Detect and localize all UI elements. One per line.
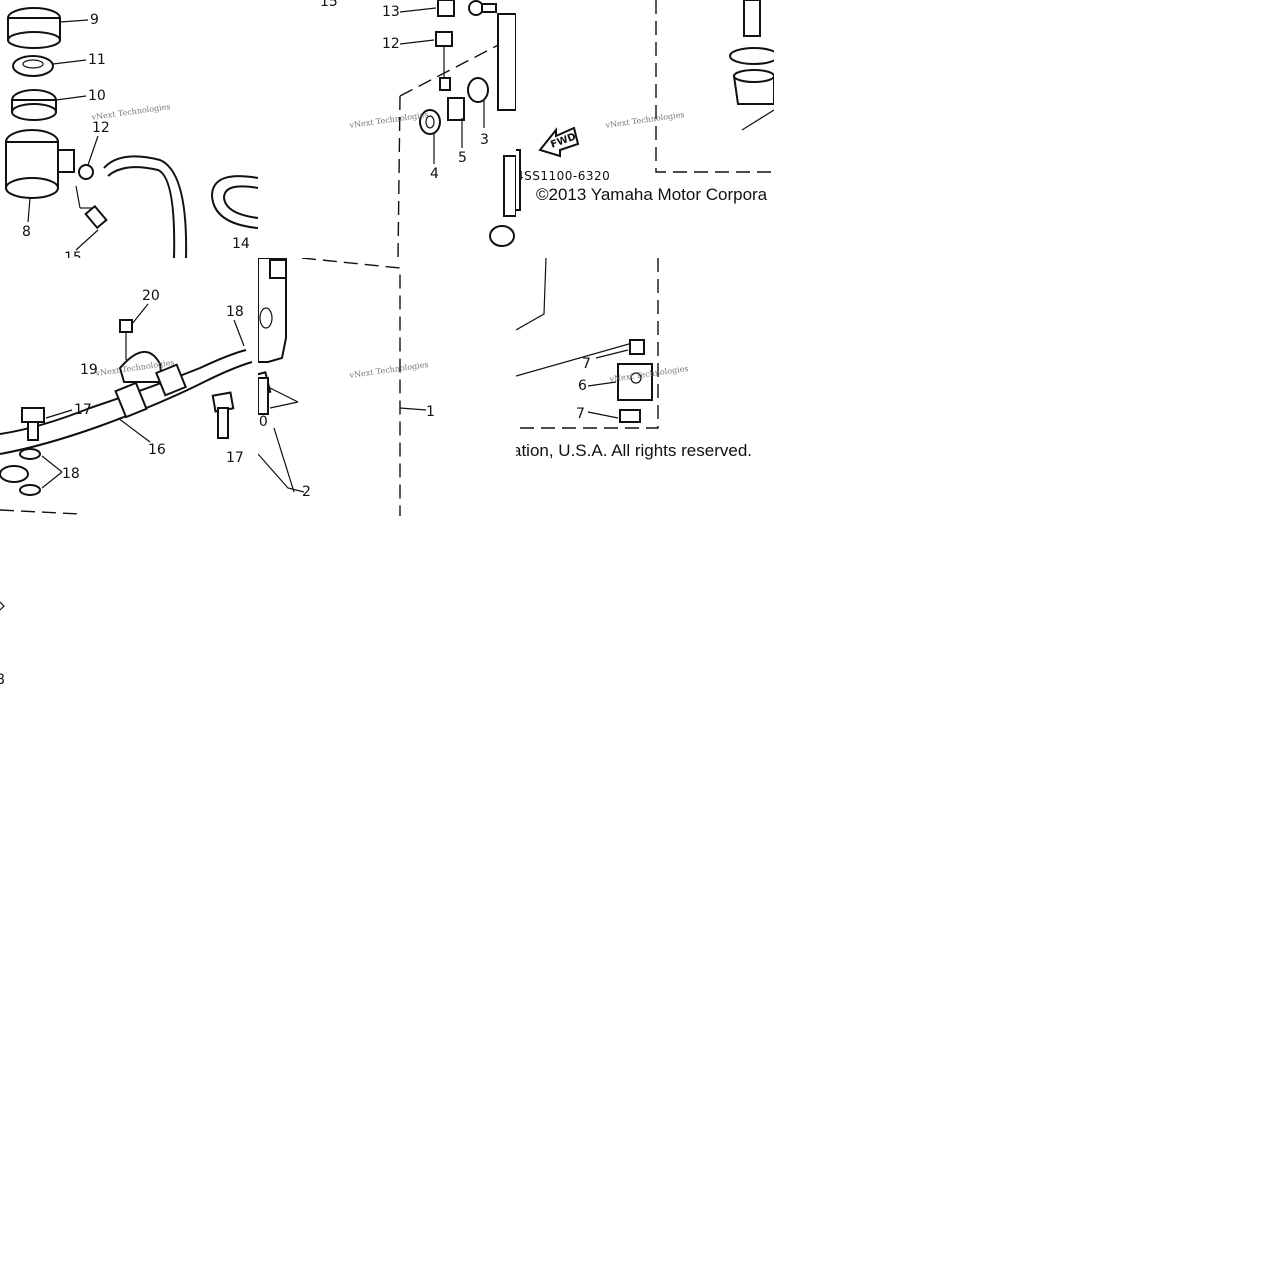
callout-11: 11: [88, 52, 106, 68]
copyright-text-2: ation, U.S.A. All rights reserved.: [516, 441, 752, 460]
callout-10-b: 10: [258, 414, 268, 430]
watermark: vNext Technologies: [348, 110, 429, 130]
callout-19: 19: [80, 362, 98, 378]
diagram-tile-clevis: 7 6 7 ation, U.S.A. All rights reserved.…: [516, 258, 774, 516]
fwd-arrow: FWD: [538, 126, 580, 158]
diagram-tile-fragment: 8: [0, 516, 258, 774]
callout-6: 6: [578, 378, 587, 394]
callout-3: 3: [480, 132, 489, 148]
callout-20: 20: [142, 288, 160, 304]
callout-17-b: 17: [226, 450, 244, 466]
callout-15: 15: [64, 250, 82, 258]
callout-12-b: 12: [382, 36, 400, 52]
callout-8: 8: [22, 224, 31, 240]
callout-17-a: 17: [74, 402, 92, 418]
callout-8-fragment: 8: [0, 672, 5, 688]
callout-9: 9: [90, 12, 99, 28]
callout-18-b: 18: [226, 304, 244, 320]
callout-14: 14: [232, 236, 250, 252]
diagram-tile-top-right: FWD 4SS1100-6320 ©2013 Yamaha Motor Corp…: [516, 0, 774, 258]
callout-2: 2: [302, 484, 311, 500]
callout-13: 13: [382, 4, 400, 20]
diagram-code: 4SS1100-6320: [516, 169, 610, 183]
callout-12: 12: [92, 120, 110, 136]
callout-15-top: 15: [320, 0, 338, 10]
watermark: vNext Technologies: [90, 102, 171, 122]
callout-1: 1: [426, 404, 435, 420]
callout-16: 16: [148, 442, 166, 458]
watermark: vNext Technologies: [348, 360, 429, 380]
callout-7-b: 7: [576, 406, 585, 422]
callout-18-a: 18: [62, 466, 80, 482]
callout-10: 10: [88, 88, 106, 104]
diagram-tile-hose: 20 19 17 16 18 18 17 vNext Technologies: [0, 258, 258, 516]
diagram-tile-cylinder: 1 10 2 vNext Technologies: [258, 258, 516, 516]
callout-5: 5: [458, 150, 467, 166]
watermark: vNext Technologies: [604, 110, 685, 130]
callout-4: 4: [430, 166, 439, 182]
diagram-tile-reservoir: 9 11 10 8 12 15 14 vNext Technologies: [0, 0, 258, 258]
copyright-text-1: ©2013 Yamaha Motor Corpora: [536, 185, 768, 204]
callout-7-a: 7: [582, 356, 591, 372]
diagram-tile-piston: 15 13 12 4 5 3 vNext Technologies: [258, 0, 516, 258]
